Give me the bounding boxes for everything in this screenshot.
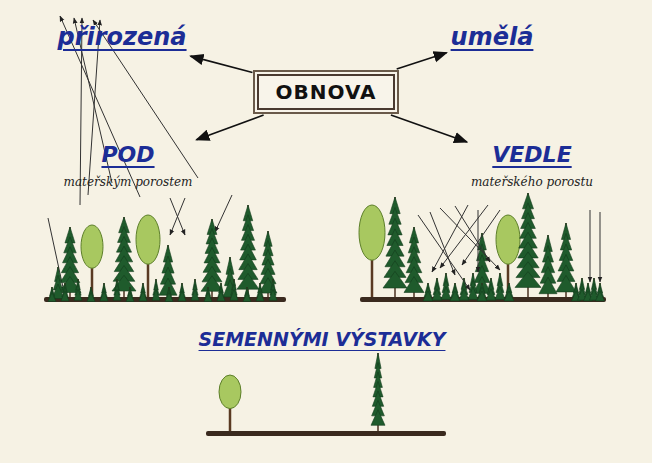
- node-subtitle: mateřského porostu: [471, 175, 593, 189]
- deciduous-tree: [359, 205, 385, 297]
- spruce-tree: [404, 227, 424, 297]
- node-title: umělá: [451, 22, 534, 53]
- spruce-tree: [87, 287, 95, 302]
- spruce-tree: [237, 205, 259, 297]
- spruce-tree: [48, 287, 56, 302]
- spruce-tree: [269, 279, 277, 300]
- spruce-tree: [112, 217, 136, 297]
- node-title: přirozená: [57, 22, 186, 53]
- category-label: umělá: [451, 22, 534, 53]
- spruce-tree: [441, 273, 451, 299]
- spruce-tree: [178, 283, 186, 301]
- heading-block: VEDLE mateřského porostu: [471, 141, 593, 190]
- spruce-tree: [556, 223, 576, 297]
- connector-arrow: [191, 56, 253, 72]
- spruce-tree: [515, 193, 541, 297]
- ground: [206, 431, 446, 436]
- title-box: OBNOVA: [257, 74, 394, 110]
- spruce-tree: [256, 283, 264, 301]
- spruce-tree: [217, 283, 225, 301]
- node-title: VEDLE: [471, 141, 593, 170]
- spruce-tree: [113, 279, 121, 300]
- deciduous-tree: [219, 375, 241, 431]
- connector-arrow: [196, 115, 263, 140]
- spruce-tree: [495, 273, 505, 299]
- node-title: POD: [64, 141, 193, 170]
- spruce-tree: [191, 279, 199, 300]
- spruce-tree: [596, 283, 605, 301]
- node-subtitle: mateřským porostem: [64, 175, 193, 189]
- light-ray: [455, 206, 490, 262]
- spruce-tree: [59, 227, 81, 297]
- deciduous-tree: [81, 225, 103, 297]
- spruce-tree: [165, 287, 173, 302]
- spruce-tree: [204, 287, 212, 302]
- deciduous-tree: [496, 215, 520, 297]
- spruce-tree: [139, 283, 147, 301]
- spruce-tree: [159, 245, 177, 297]
- spruce-tree: [539, 235, 557, 297]
- spruce-tree: [477, 283, 487, 301]
- light-ray: [590, 210, 591, 282]
- category-label: přirozená: [57, 22, 186, 53]
- spruce-tree: [230, 279, 238, 300]
- spruce-tree: [201, 219, 223, 297]
- node-title: OBNOVA: [275, 80, 376, 104]
- spruce-tree: [259, 231, 277, 297]
- spruce-tree: [383, 197, 407, 297]
- spruce-tree: [126, 287, 134, 302]
- spruce-tree: [486, 278, 496, 300]
- section-label: SEMENNÝMI VÝSTAVKY: [199, 328, 446, 350]
- light-ray: [478, 210, 479, 272]
- connector-arrow: [397, 53, 447, 69]
- spruce-tree: [61, 283, 69, 301]
- spruce-tree: [450, 283, 460, 301]
- light-ray: [170, 198, 185, 235]
- heading-block: POD mateřským porostem: [64, 141, 193, 190]
- light-ray: [440, 208, 500, 270]
- light-ray: [440, 205, 488, 268]
- spruce-tree: [371, 353, 385, 431]
- light-ray: [215, 195, 232, 232]
- connector-arrow: [391, 115, 467, 142]
- spruce-tree: [504, 283, 514, 301]
- light-ray: [170, 198, 185, 235]
- spruce-tree: [423, 283, 433, 301]
- spruce-tree: [432, 278, 442, 300]
- spruce-tree: [473, 233, 491, 297]
- light-ray: [418, 215, 470, 290]
- light-ray: [430, 212, 455, 275]
- spruce-tree: [243, 287, 251, 302]
- spruce-tree: [468, 273, 478, 299]
- light-ray: [600, 212, 601, 282]
- spruce-tree: [100, 283, 108, 301]
- light-ray: [462, 210, 500, 265]
- deciduous-tree: [136, 215, 160, 297]
- spruce-tree: [152, 279, 160, 300]
- spruce-tree: [74, 279, 82, 300]
